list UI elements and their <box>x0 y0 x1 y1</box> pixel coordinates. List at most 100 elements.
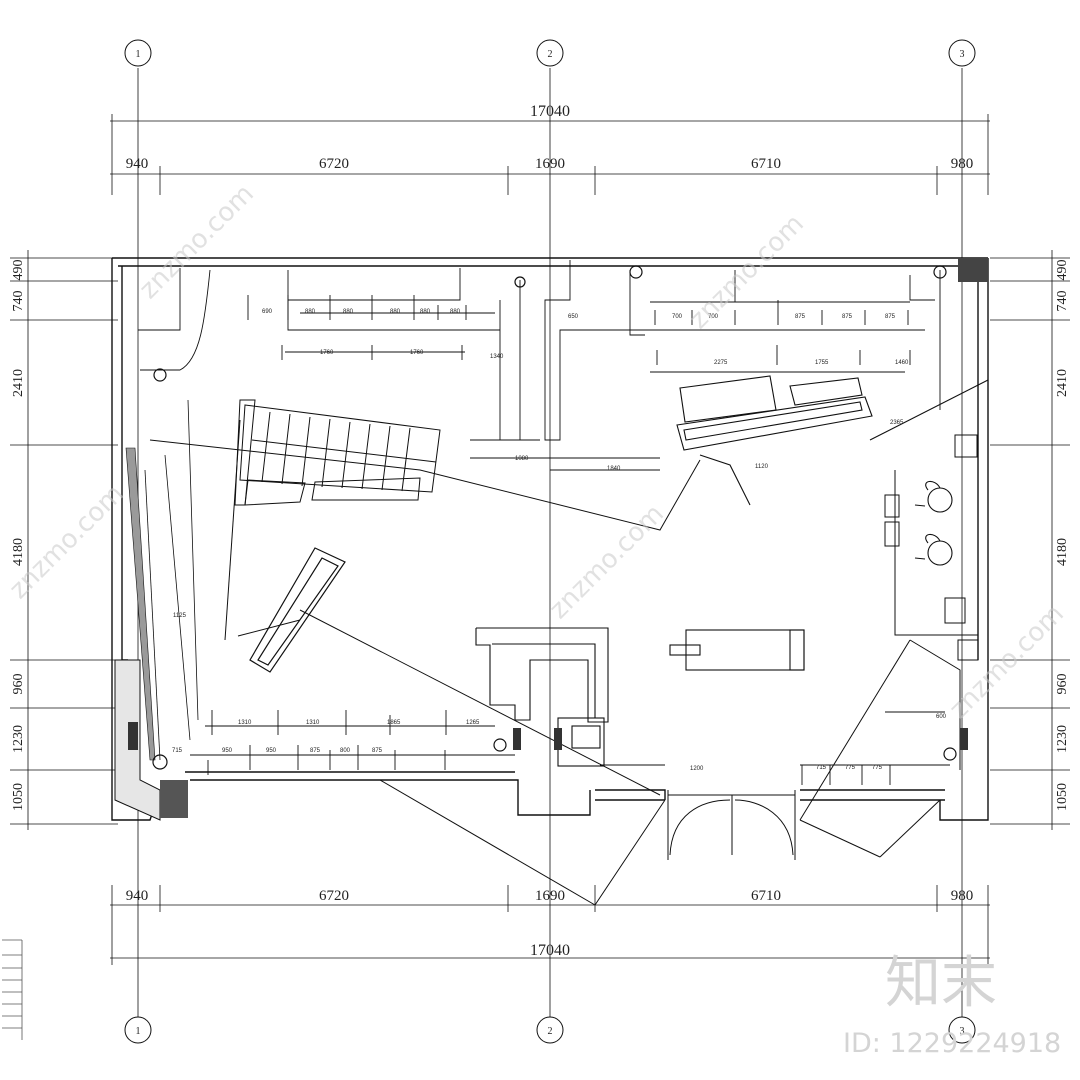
right-service-counter <box>884 434 979 661</box>
grid-bubble-2-top: 2 <box>536 39 564 67</box>
svg-text:875: 875 <box>885 314 896 320</box>
bottom-left-shelving <box>190 711 950 766</box>
svg-text:775: 775 <box>872 765 883 771</box>
svg-text:690: 690 <box>262 309 273 315</box>
bottom-dim-seg-1: 940 <box>126 888 149 904</box>
brand-watermark: 知末 <box>885 951 997 1016</box>
bottom-dimension-chain <box>110 885 990 965</box>
bottom-dim-seg-2: 6720 <box>319 888 349 904</box>
svg-text:875: 875 <box>795 314 806 320</box>
svg-text:1125: 1125 <box>173 613 187 619</box>
bottom-total-dimension: 17040 <box>530 942 570 959</box>
svg-text:1050: 1050 <box>1055 783 1070 811</box>
svg-text:3: 3 <box>960 1026 965 1037</box>
svg-text:1: 1 <box>136 1026 141 1037</box>
grid-axis-lines <box>137 68 963 1018</box>
svg-text:960: 960 <box>11 674 26 695</box>
svg-text:880: 880 <box>450 309 461 315</box>
svg-text:2365: 2365 <box>890 420 904 426</box>
grid-bubble-1-bottom: 1 <box>124 1016 152 1044</box>
left-dimension-chain <box>10 250 118 830</box>
left-wall-shelving <box>144 399 199 761</box>
top-left-shelving <box>138 268 660 471</box>
svg-text:950: 950 <box>266 748 277 754</box>
svg-text:490: 490 <box>11 260 26 281</box>
grid-bubble-2-bottom: 2 <box>536 1016 564 1044</box>
svg-text:1230: 1230 <box>11 725 26 753</box>
diagonal-partition <box>149 419 701 796</box>
svg-text:740: 740 <box>1055 291 1070 312</box>
svg-text:1460: 1460 <box>895 360 909 366</box>
dimension-ticks <box>207 295 911 785</box>
top-right-shelving <box>544 260 941 441</box>
svg-text:1050: 1050 <box>11 783 26 811</box>
stair-block <box>234 399 441 506</box>
wall-fixtures <box>128 265 968 770</box>
top-dim-seg-2: 6720 <box>319 156 349 172</box>
svg-text:1865: 1865 <box>387 720 401 726</box>
grid-bubble-1-top: 1 <box>124 39 152 67</box>
slanted-display-table <box>249 547 346 673</box>
svg-text:715: 715 <box>816 765 827 771</box>
title-block-fragment <box>2 939 23 1040</box>
svg-text:1230: 1230 <box>1055 725 1070 753</box>
entrance-doors <box>667 790 796 860</box>
bottom-dim-seg-3: 1690 <box>535 888 565 904</box>
svg-text:4180: 4180 <box>11 538 26 566</box>
chair-icon-2 <box>914 533 953 566</box>
top-dim-seg-5: 980 <box>951 156 974 172</box>
svg-text:1: 1 <box>136 49 141 60</box>
center-display-table <box>669 629 805 671</box>
corner-column-top-right <box>958 258 988 282</box>
svg-text:1755: 1755 <box>815 360 829 366</box>
interior-dimension-labels: 690 880 880 880 880 880 1760 1760 650 70… <box>172 309 947 772</box>
svg-text:1340: 1340 <box>490 354 504 360</box>
bottom-right-diagonal <box>379 639 961 906</box>
grid-bubble-3-bottom: 3 <box>948 1016 976 1044</box>
svg-text:600: 600 <box>936 714 947 720</box>
top-dim-seg-3: 1690 <box>535 156 565 172</box>
svg-text:950: 950 <box>222 748 233 754</box>
svg-text:875: 875 <box>372 748 383 754</box>
svg-text:875: 875 <box>310 748 321 754</box>
svg-text:znzmo.com: znzmo.com <box>134 179 260 305</box>
svg-text:960: 960 <box>1055 674 1070 695</box>
svg-text:1840: 1840 <box>607 466 621 472</box>
svg-text:700: 700 <box>708 314 719 320</box>
left-side-dims: 490 740 2410 4180 960 1230 1050 <box>11 260 26 812</box>
svg-text:znzmo.com: znzmo.com <box>544 499 670 625</box>
id-watermark: ID: 1229224918 <box>843 1028 1061 1059</box>
corner-column-bottom-left <box>160 780 188 818</box>
svg-text:2410: 2410 <box>11 369 26 397</box>
svg-text:740: 740 <box>11 291 26 312</box>
top-dimension-chain <box>110 114 990 195</box>
chair-icon-1 <box>914 480 953 513</box>
svg-text:1310: 1310 <box>306 720 320 726</box>
svg-text:1120: 1120 <box>755 464 769 470</box>
cashier-counter <box>676 375 989 506</box>
svg-text:1760: 1760 <box>320 350 334 356</box>
svg-text:1265: 1265 <box>466 720 480 726</box>
svg-text:2: 2 <box>548 1026 553 1037</box>
svg-text:4180: 4180 <box>1055 538 1070 566</box>
right-side-dims: 490 740 2410 4180 960 1230 1050 <box>1055 260 1070 812</box>
svg-text:3: 3 <box>960 49 965 60</box>
svg-text:800: 800 <box>340 748 351 754</box>
right-dimension-chain <box>990 250 1070 830</box>
top-total-dimension: 17040 <box>530 103 570 120</box>
center-island <box>475 627 609 767</box>
svg-text:650: 650 <box>568 314 579 320</box>
svg-text:880: 880 <box>343 309 354 315</box>
top-dim-seg-4: 6710 <box>751 156 781 172</box>
svg-text:880: 880 <box>420 309 431 315</box>
grid-bubble-3-top: 3 <box>948 39 976 67</box>
bottom-dim-seg-4: 6710 <box>751 888 781 904</box>
outer-walls <box>111 257 989 821</box>
svg-text:znzmo.com: znzmo.com <box>684 209 810 335</box>
top-dim-seg-1: 940 <box>126 156 149 172</box>
svg-text:880: 880 <box>390 309 401 315</box>
svg-text:1310: 1310 <box>238 720 252 726</box>
bottom-dim-seg-5: 980 <box>951 888 974 904</box>
svg-text:1080: 1080 <box>515 456 529 462</box>
